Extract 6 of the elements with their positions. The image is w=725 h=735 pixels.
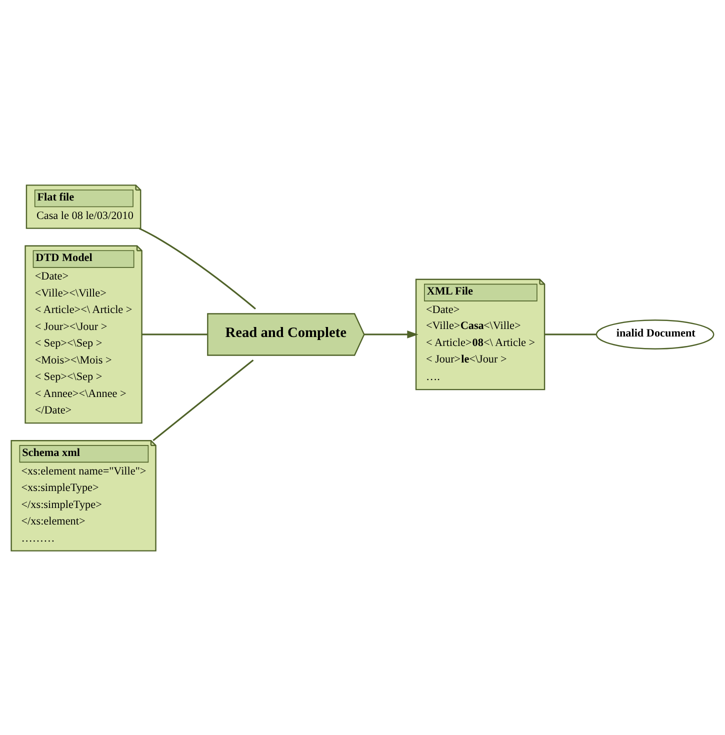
connector: [152, 358, 254, 441]
connector: [138, 227, 256, 309]
arrow: [364, 330, 418, 338]
connector: [544, 333, 596, 335]
node-ellipse: inalid Document: [596, 319, 714, 349]
connector: [142, 333, 208, 335]
